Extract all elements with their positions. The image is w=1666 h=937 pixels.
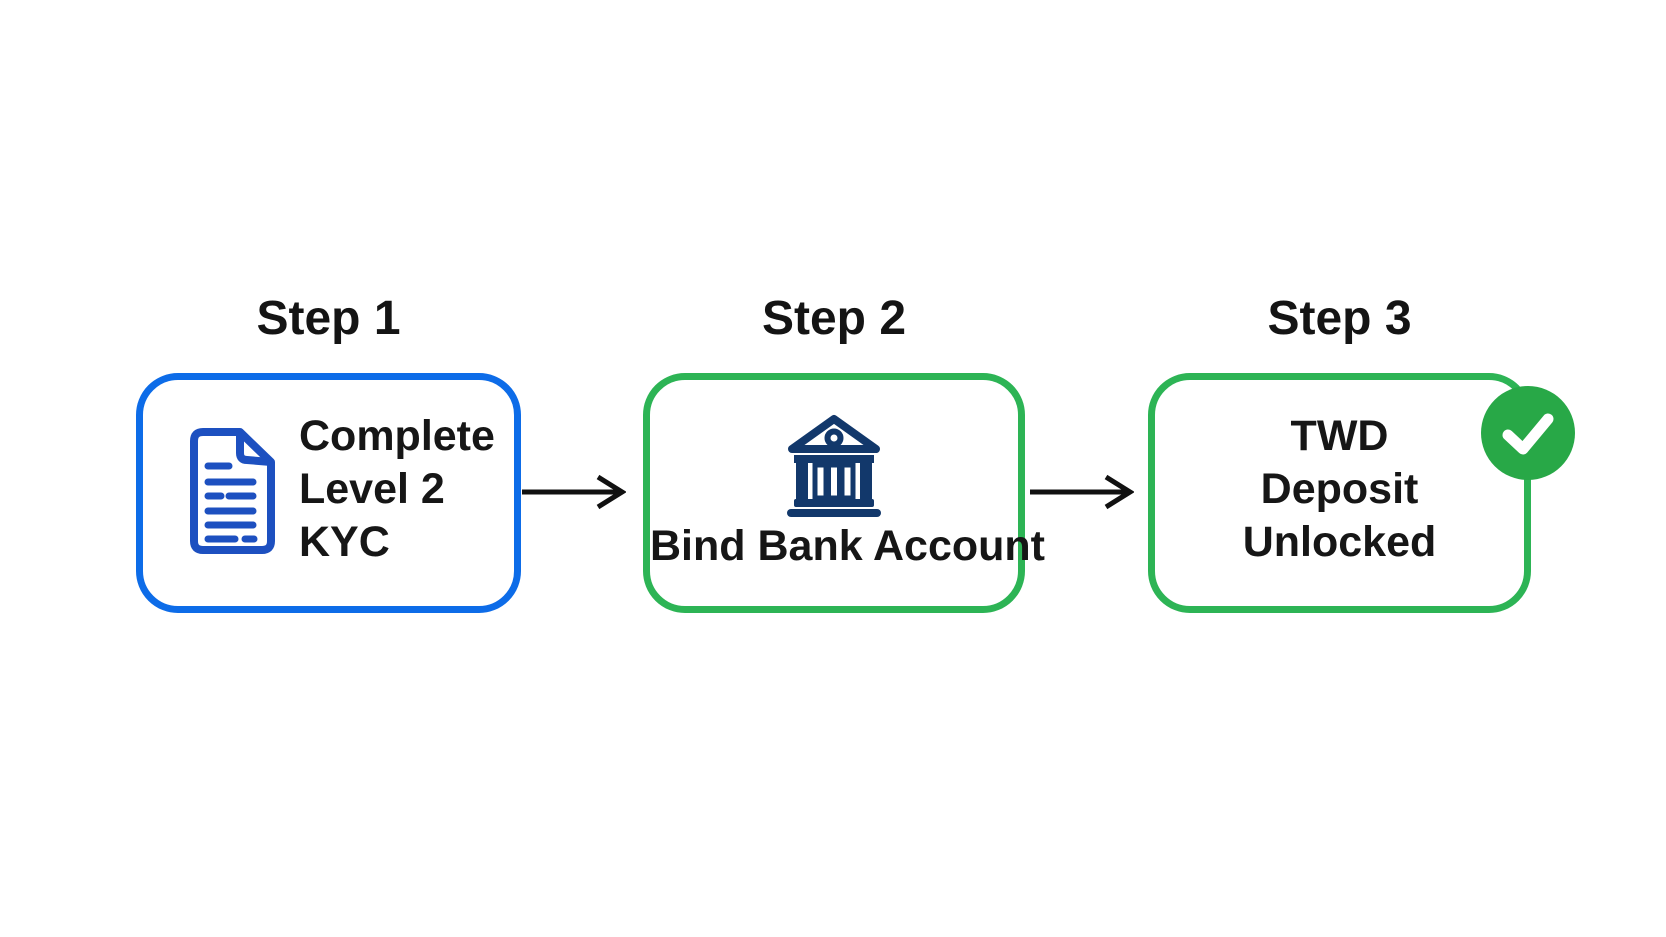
arrow-step1-to-step2 xyxy=(520,471,626,513)
bank-icon xyxy=(784,413,884,517)
step2-label: Bind Bank Account xyxy=(650,522,1045,570)
arrow-step2-to-step3 xyxy=(1028,471,1134,513)
check-icon xyxy=(1502,413,1554,455)
step3-title: Step 3 xyxy=(1267,292,1412,345)
step2-box: Bind Bank Account xyxy=(643,373,1045,613)
step1-label: Complete Level 2 KYC xyxy=(299,412,495,566)
check-badge-icon xyxy=(1481,386,1575,480)
step1-box: Complete Level 2 KYC xyxy=(136,373,521,613)
step2-title: Step 2 xyxy=(761,292,907,345)
step3-label: TWD Deposit Unlocked xyxy=(1242,412,1437,566)
document-icon xyxy=(183,427,277,555)
step1-title: Step 1 xyxy=(256,292,401,345)
step3-box: TWD Deposit Unlocked xyxy=(1148,373,1531,613)
